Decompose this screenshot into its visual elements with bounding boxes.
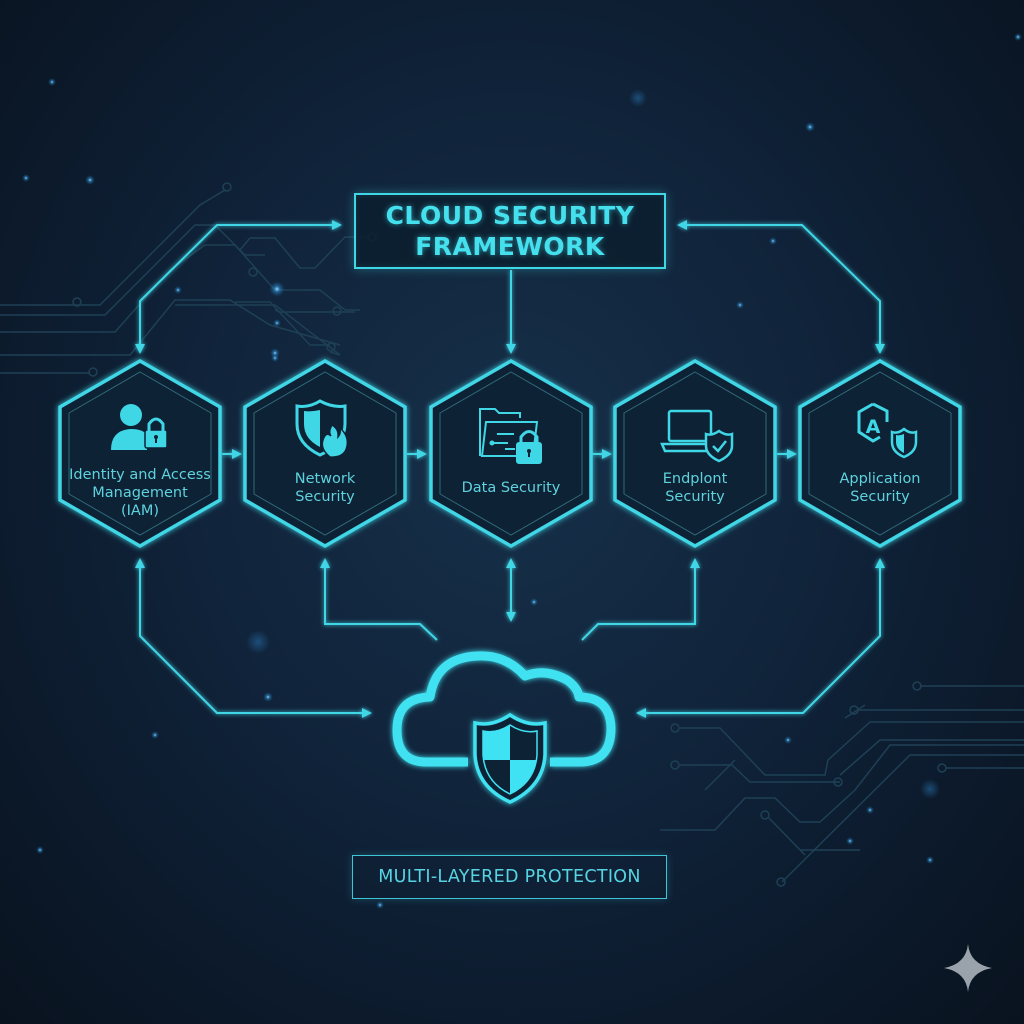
- laptop-shield-icon: [660, 409, 734, 463]
- footer-label: MULTI-LAYERED PROTECTION: [378, 867, 641, 887]
- network-label: Network Security: [245, 470, 405, 506]
- shield-fire-icon: [295, 399, 349, 458]
- cloud-shield-icon: [392, 651, 616, 804]
- sparkle-icon: [944, 944, 992, 992]
- folder-lock-icon: [479, 408, 542, 464]
- application-label: Application Security: [800, 470, 960, 506]
- app-shield-icon: A: [857, 402, 918, 459]
- endpoint-label: Endplont Security: [615, 470, 775, 506]
- endpoint-label-line-2: Security: [665, 489, 725, 505]
- iam-label-line-1: Identity and Access: [69, 467, 211, 483]
- iam-label: Identity and Access Management (IAM): [60, 466, 220, 520]
- svg-text:A: A: [866, 416, 881, 438]
- hexagon-iam[interactable]: [58, 358, 222, 549]
- hexagon-data[interactable]: [429, 358, 593, 549]
- application-label-line-1: Application: [839, 471, 921, 487]
- iam-label-line-2: Management: [92, 485, 188, 501]
- hexagon-application[interactable]: [798, 358, 962, 549]
- framework-title-box: CLOUD SECURITY FRAMEWORK: [354, 193, 666, 269]
- user-lock-icon: [111, 404, 168, 450]
- data-label: Data Security: [431, 479, 591, 497]
- multi-layered-protection-box: MULTI-LAYERED PROTECTION: [352, 855, 667, 899]
- iam-label-line-3: (IAM): [120, 503, 160, 519]
- application-label-line-2: Security: [850, 489, 910, 505]
- network-label-line-1: Network: [294, 471, 356, 487]
- title-line-1: CLOUD SECURITY: [385, 201, 635, 230]
- hexagon-endpoint[interactable]: [613, 358, 777, 549]
- title-line-2: FRAMEWORK: [415, 232, 605, 261]
- data-label-line-1: Data Security: [461, 480, 561, 496]
- network-label-line-2: Security: [295, 489, 355, 505]
- endpoint-label-line-1: Endplont: [662, 471, 728, 487]
